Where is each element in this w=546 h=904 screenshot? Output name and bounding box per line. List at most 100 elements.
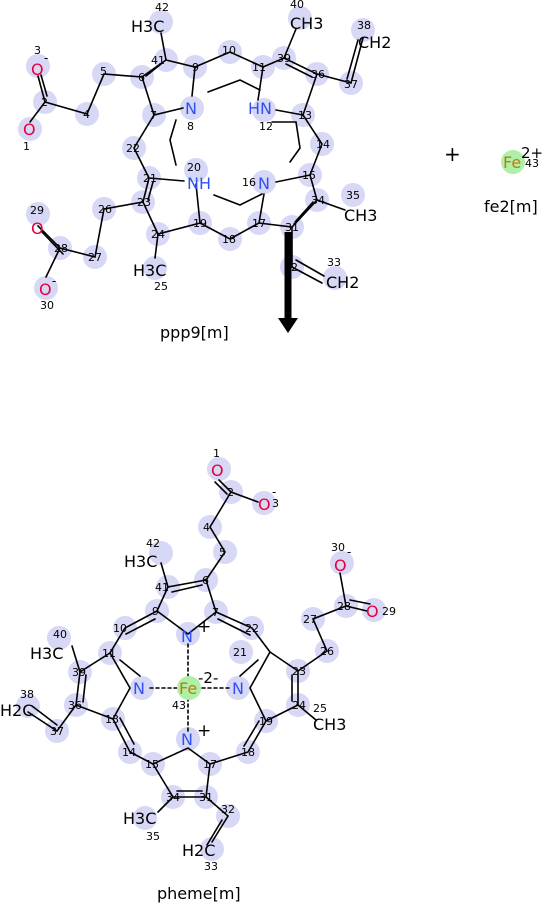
ppp9-o1: O bbox=[23, 120, 36, 139]
svg-text:17: 17 bbox=[252, 217, 266, 230]
svg-text:11: 11 bbox=[102, 647, 116, 660]
svg-text:37: 37 bbox=[50, 725, 64, 738]
svg-text:7: 7 bbox=[212, 606, 219, 619]
reaction-arrow bbox=[278, 232, 298, 333]
svg-text:8: 8 bbox=[187, 120, 194, 133]
fe2-charge: 2+ bbox=[521, 144, 543, 162]
pheme-label: pheme[m] bbox=[157, 884, 241, 903]
svg-text:4: 4 bbox=[83, 108, 90, 121]
svg-text:34: 34 bbox=[166, 791, 180, 804]
ppp9-hn12: HN bbox=[248, 99, 272, 118]
svg-text:6: 6 bbox=[138, 71, 145, 84]
svg-text:37: 37 bbox=[344, 78, 358, 91]
ppp9-group-h3c-bottom: H3C bbox=[133, 261, 166, 280]
pheme-o30: O bbox=[334, 556, 347, 575]
plus-sign: + bbox=[444, 142, 461, 166]
pheme-o1: O bbox=[211, 461, 224, 480]
ppp9-charge-o3: - bbox=[44, 51, 48, 65]
svg-text:31: 31 bbox=[285, 221, 299, 234]
svg-text:35: 35 bbox=[146, 830, 160, 843]
pheme-group-h3c-top: H3C bbox=[124, 552, 157, 571]
svg-text:33: 33 bbox=[327, 256, 341, 269]
pheme-molecule: O O O O H3C H3C H2C CH3 H3C H2C N N N N … bbox=[0, 447, 396, 903]
svg-text:23: 23 bbox=[292, 665, 306, 678]
svg-text:40: 40 bbox=[290, 0, 304, 11]
ppp9-n16: N bbox=[258, 174, 270, 193]
svg-text:6: 6 bbox=[202, 574, 209, 587]
ppp9-group-ch2-top: CH2 bbox=[358, 33, 391, 52]
svg-text:22: 22 bbox=[126, 142, 140, 155]
svg-text:28: 28 bbox=[54, 242, 68, 255]
pheme-o3: O bbox=[258, 495, 271, 514]
svg-text:18: 18 bbox=[241, 746, 255, 759]
svg-text:26: 26 bbox=[98, 203, 112, 216]
ppp9-bonds bbox=[29, 28, 364, 284]
pheme-element-labels: O O O O H3C H3C H2C CH3 H3C H2C N N N N … bbox=[0, 461, 379, 860]
svg-text:39: 39 bbox=[72, 666, 86, 679]
svg-text:28: 28 bbox=[337, 600, 351, 613]
svg-text:19: 19 bbox=[259, 715, 273, 728]
svg-text:10: 10 bbox=[113, 622, 127, 635]
pheme-charge-o3: - bbox=[272, 485, 276, 499]
svg-text:32: 32 bbox=[284, 261, 298, 274]
pheme-n8: N bbox=[181, 627, 193, 646]
ppp9-atom-numbers: 42 3 5 6 41 9 10 11 39 40 36 38 37 2 4 7… bbox=[23, 0, 371, 312]
pheme-o29: O bbox=[366, 602, 379, 621]
svg-text:34: 34 bbox=[311, 194, 325, 207]
svg-text:9: 9 bbox=[152, 605, 159, 618]
svg-text:14: 14 bbox=[122, 746, 136, 759]
svg-text:27: 27 bbox=[303, 613, 317, 626]
svg-text:36: 36 bbox=[68, 699, 82, 712]
svg-text:21: 21 bbox=[233, 646, 247, 659]
svg-text:23: 23 bbox=[137, 196, 151, 209]
ppp9-group-ch3-top: CH3 bbox=[290, 14, 323, 33]
svg-text:22: 22 bbox=[245, 622, 259, 635]
svg-text:4: 4 bbox=[203, 521, 210, 534]
svg-text:42: 42 bbox=[146, 537, 160, 550]
svg-text:5: 5 bbox=[219, 546, 226, 559]
svg-text:13: 13 bbox=[298, 109, 312, 122]
fe2-label: fe2[m] bbox=[484, 197, 538, 216]
ppp9-group-ch2-bottom: CH2 bbox=[326, 273, 359, 292]
svg-text:1: 1 bbox=[23, 140, 30, 153]
pheme-charge-n8: + bbox=[197, 617, 211, 637]
svg-text:3: 3 bbox=[34, 44, 41, 57]
pheme-n16: N bbox=[181, 730, 193, 749]
svg-text:11: 11 bbox=[252, 61, 266, 74]
svg-text:3: 3 bbox=[272, 497, 279, 510]
pheme-atom-numbers: 1 2 3 4 5 30 42 41 6 28 29 9 7 27 10 22 … bbox=[20, 447, 396, 873]
pheme-fe-highlight bbox=[177, 676, 201, 700]
svg-text:15: 15 bbox=[145, 758, 159, 771]
fe2-element: Fe bbox=[503, 153, 521, 172]
svg-text:39: 39 bbox=[277, 52, 291, 65]
svg-text:2: 2 bbox=[41, 96, 48, 109]
svg-text:41: 41 bbox=[155, 581, 169, 594]
svg-text:38: 38 bbox=[357, 19, 371, 32]
svg-text:24: 24 bbox=[151, 228, 165, 241]
ppp9-o3: O bbox=[31, 60, 44, 79]
svg-text:30: 30 bbox=[331, 541, 345, 554]
svg-text:24: 24 bbox=[292, 699, 306, 712]
svg-text:25: 25 bbox=[313, 702, 327, 715]
svg-text:7: 7 bbox=[150, 109, 157, 122]
ppp9-label: ppp9[m] bbox=[160, 323, 229, 342]
svg-text:27: 27 bbox=[88, 251, 102, 264]
svg-text:9: 9 bbox=[192, 61, 199, 74]
svg-text:42: 42 bbox=[155, 1, 169, 14]
svg-text:14: 14 bbox=[316, 138, 330, 151]
svg-text:40: 40 bbox=[53, 628, 67, 641]
fe2-atom-number: 43 bbox=[525, 157, 539, 170]
ppp9-charge-o30: - bbox=[52, 274, 56, 288]
svg-text:26: 26 bbox=[320, 645, 334, 658]
svg-text:43: 43 bbox=[172, 699, 186, 712]
ppp9-nh20: NH bbox=[187, 174, 211, 193]
svg-text:10: 10 bbox=[222, 44, 236, 57]
ppp9-molecule: H3C CH3 CH2 CH3 H3C CH2 N HN NH N O O O … bbox=[18, 0, 391, 342]
pheme-n20: N bbox=[232, 679, 244, 698]
svg-text:29: 29 bbox=[382, 605, 396, 618]
svg-text:32: 32 bbox=[221, 803, 235, 816]
svg-text:13: 13 bbox=[105, 713, 119, 726]
svg-text:30: 30 bbox=[40, 299, 54, 312]
pheme-group-h3c-bottom: H3C bbox=[123, 809, 156, 828]
